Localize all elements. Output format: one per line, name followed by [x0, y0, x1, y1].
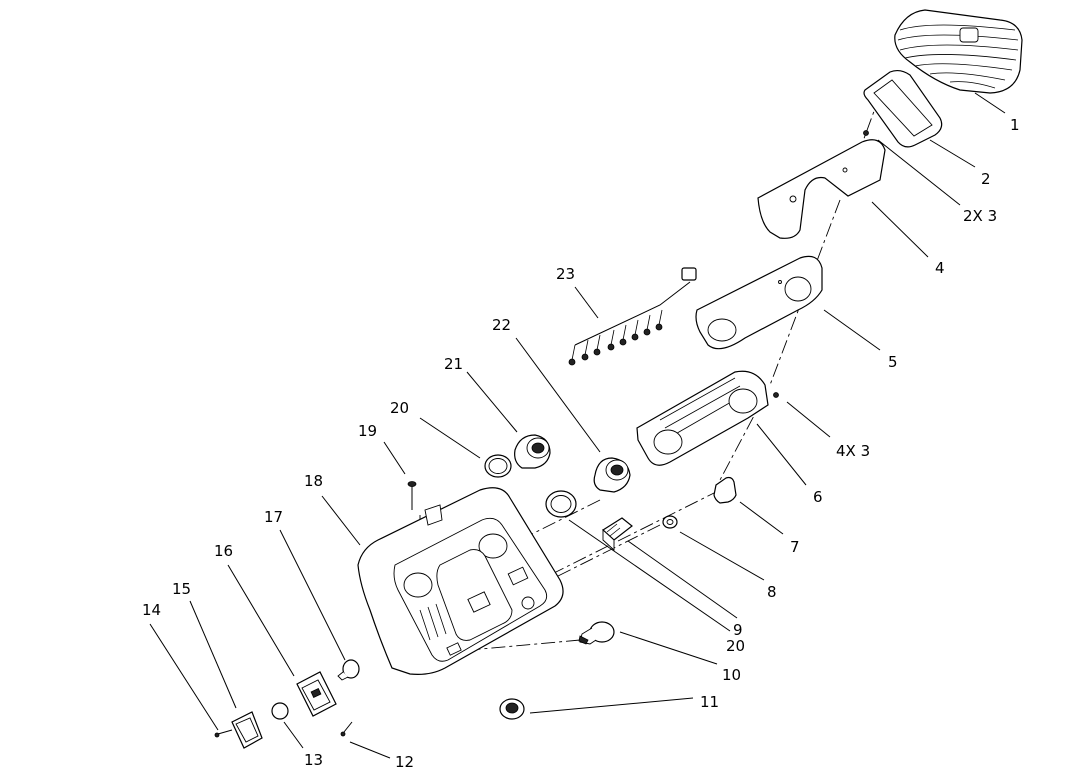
part-9-switch	[602, 517, 633, 552]
callout-16: 16	[214, 542, 233, 560]
part-8-nut	[662, 515, 678, 529]
callout-9: 9	[733, 621, 743, 639]
part-17-bulb	[337, 659, 360, 681]
callout-4: 4	[935, 259, 945, 277]
callout-2: 2	[981, 170, 991, 188]
part-12-screw	[340, 721, 353, 737]
part-18-console-housing	[357, 487, 564, 675]
callout-1: 1	[1010, 116, 1020, 134]
part-10-indicator-lamp	[578, 621, 615, 645]
callout-5: 5	[888, 353, 898, 371]
part-13-bulb	[271, 702, 289, 720]
part-4-bracket	[757, 139, 886, 239]
callout-21: 21	[444, 355, 463, 373]
callout-labels: 1 2 2X 3 4 5 4X 3 6 7 8 9 20 10 11 12 13…	[142, 116, 1020, 771]
part-22-gauge-right	[593, 457, 631, 493]
callout-10: 10	[722, 666, 741, 684]
callout-15: 15	[172, 580, 191, 598]
callout-18: 18	[304, 472, 323, 490]
part-15-clip	[231, 711, 263, 749]
callout-12: 12	[395, 753, 414, 771]
callout-7: 7	[790, 538, 800, 556]
part-1-housing-cover	[894, 9, 1023, 94]
callout-2x3: 2X 3	[963, 207, 997, 225]
part-7-switch-cap	[713, 476, 737, 504]
callout-11: 11	[700, 693, 719, 711]
part-6-bezel-bracket	[636, 370, 779, 466]
callout-6: 6	[813, 488, 823, 506]
callout-22: 22	[492, 316, 511, 334]
callout-23: 23	[556, 265, 575, 283]
part-20-ring-upper	[484, 454, 512, 478]
part-16-socket-plate	[296, 671, 337, 717]
callout-20-lower: 20	[726, 637, 745, 655]
part-5-gasket-plate	[695, 255, 823, 350]
callout-14: 14	[142, 601, 161, 619]
callout-8: 8	[767, 583, 777, 601]
part-23-wiring-harness	[568, 267, 697, 366]
callout-20-upper: 20	[390, 399, 409, 417]
callout-4x3: 4X 3	[836, 442, 870, 460]
leader-lines	[149, 92, 1006, 759]
callout-13: 13	[304, 751, 323, 769]
callout-17: 17	[264, 508, 283, 526]
part-19-screw	[407, 481, 417, 510]
part-20-ring-lower	[545, 490, 577, 518]
part-21-gauge-left	[514, 434, 551, 469]
part-11-knob	[499, 698, 525, 720]
part-2-gasket	[863, 69, 943, 148]
part-14-screw	[214, 729, 233, 738]
callout-19: 19	[358, 422, 377, 440]
